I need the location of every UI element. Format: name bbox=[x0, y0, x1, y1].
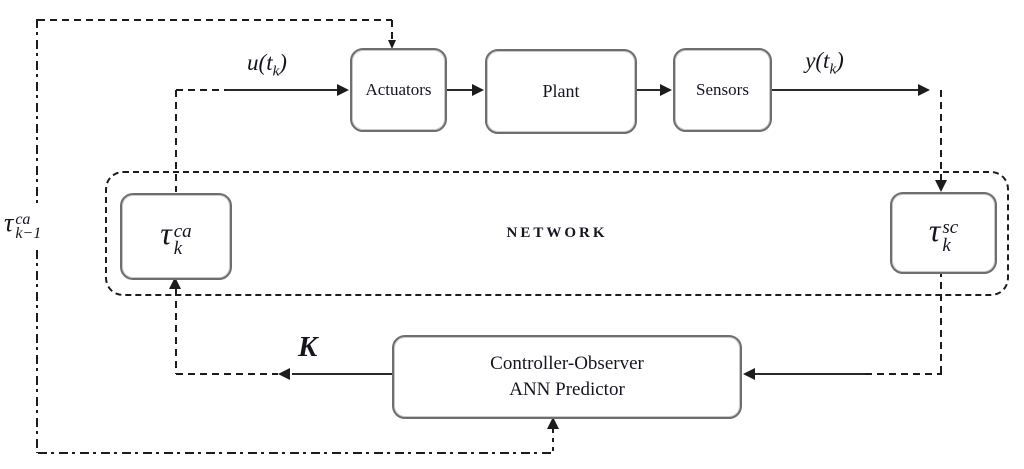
y-line-solid-h bbox=[768, 89, 918, 91]
arrow-into-sensors bbox=[660, 84, 672, 96]
arrow-into-controller-bottom bbox=[547, 417, 559, 429]
u-line-dash-h bbox=[176, 89, 226, 91]
u-line-solid-h bbox=[226, 89, 337, 91]
k-line-solid-h bbox=[292, 373, 392, 375]
bottom-feedback-line-h bbox=[38, 452, 554, 454]
plant-block: Plant bbox=[485, 49, 637, 134]
plant-label: Plant bbox=[542, 81, 580, 101]
arrow-into-tausc-top bbox=[935, 180, 947, 192]
arrow-into-actuators-top bbox=[388, 40, 396, 49]
y-signal-label: y(tk) bbox=[805, 48, 844, 78]
arrow-into-actuators-left bbox=[337, 84, 349, 96]
actuators-plant-line bbox=[443, 89, 472, 91]
u-line-v bbox=[175, 90, 177, 192]
arrow-into-tauca-bottom bbox=[169, 277, 181, 289]
controller-label: Controller-Observer ANN Predictor bbox=[490, 351, 644, 402]
u-signal-label: u(tk) bbox=[247, 50, 287, 80]
arrow-into-plant bbox=[472, 84, 484, 96]
tausc-down-line-v bbox=[940, 270, 942, 374]
controller-input-dash-h bbox=[865, 373, 942, 375]
k-gain-label: K bbox=[298, 331, 318, 363]
network-label: NETWORK bbox=[506, 225, 608, 241]
controller-input-line-v bbox=[552, 429, 554, 453]
sensors-block: Sensors bbox=[673, 48, 772, 132]
controller-label-line1: Controller-Observer bbox=[490, 353, 644, 375]
arrow-into-controller-right bbox=[743, 368, 755, 380]
controller-label-line2: ANN Predictor bbox=[509, 379, 625, 400]
arrow-y-end bbox=[918, 84, 930, 96]
network-region: NETWORK bbox=[105, 171, 1009, 296]
k-line-v bbox=[175, 289, 177, 374]
controller-input-solid-h bbox=[755, 373, 865, 375]
sensors-label: Sensors bbox=[696, 80, 749, 99]
y-line-v bbox=[940, 90, 942, 180]
arrow-k-end bbox=[278, 368, 290, 380]
top-feedback-line-h bbox=[38, 19, 392, 21]
actuators-block: Actuators bbox=[350, 48, 447, 132]
controller-block: Controller-Observer ANN Predictor bbox=[392, 335, 742, 419]
top-feedback-line-v bbox=[391, 20, 393, 40]
actuators-label: Actuators bbox=[365, 80, 432, 99]
plant-sensors-line bbox=[633, 89, 660, 91]
k-line-dash-h bbox=[176, 373, 278, 375]
